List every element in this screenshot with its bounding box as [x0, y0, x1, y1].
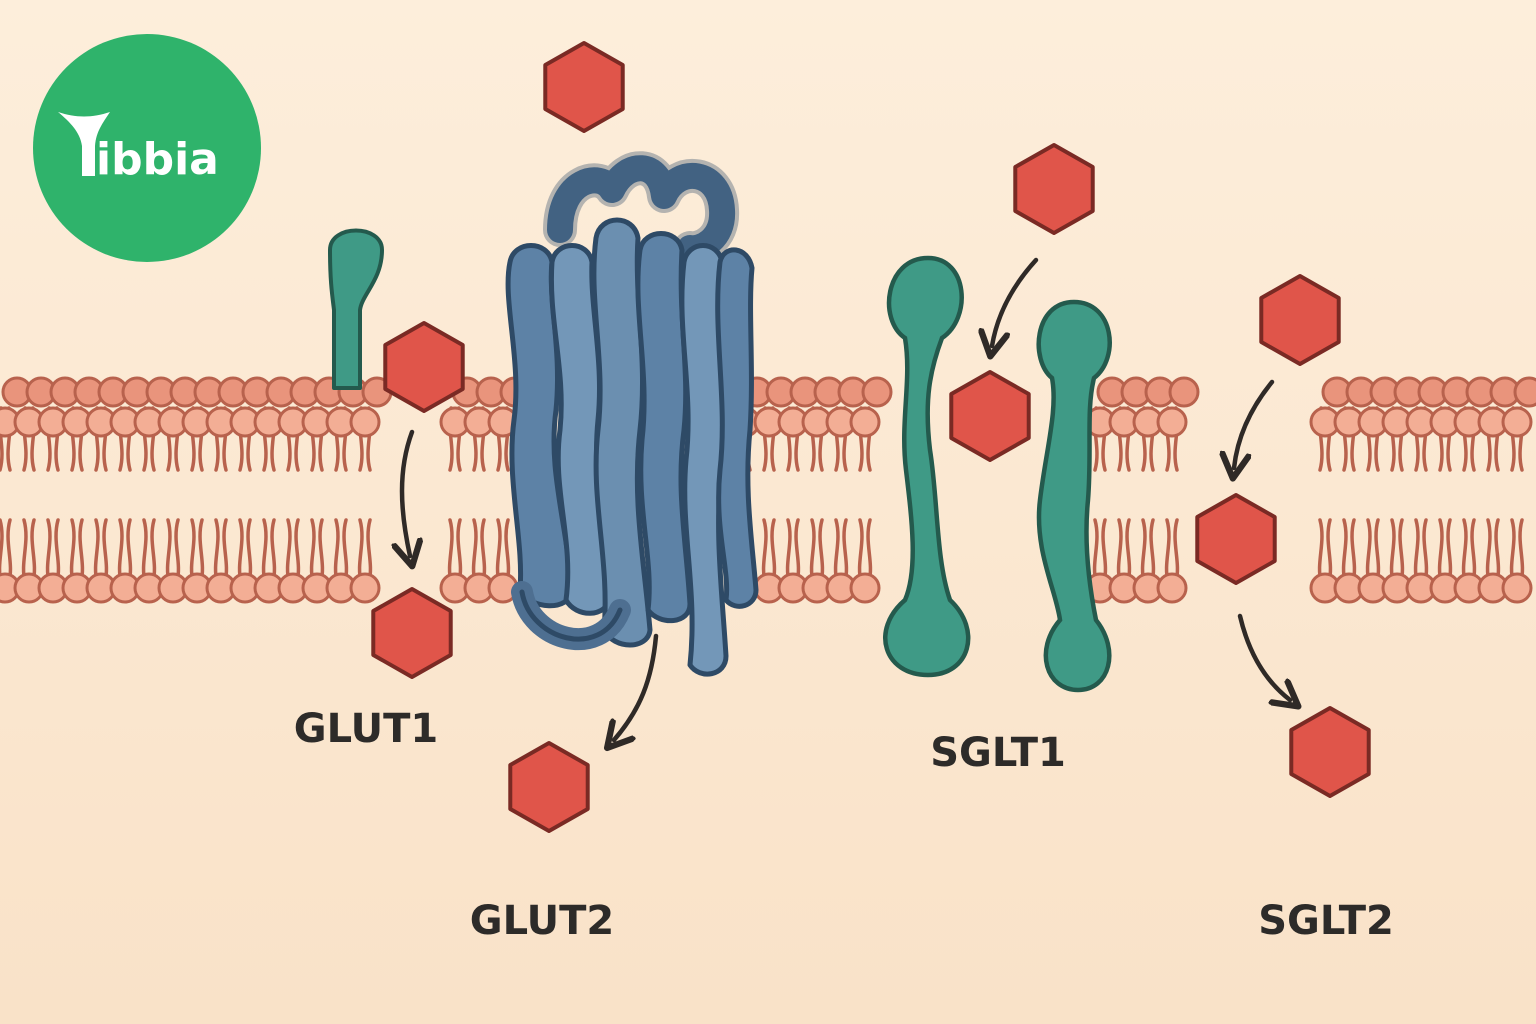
glucose-hexagon: [1289, 706, 1371, 798]
lipid-head: [1156, 572, 1188, 604]
glucose-hexagon: [1195, 493, 1277, 585]
glucose-hexagon: [949, 370, 1031, 462]
arrow-sglt1: [992, 257, 1039, 346]
glut1-protein: [328, 228, 384, 390]
logo-mark-icon: [58, 112, 110, 176]
glucose-hexagon: [1259, 274, 1341, 366]
glucose-hexagon: [383, 321, 465, 413]
arrow-glut1: [402, 429, 412, 556]
arrow-sglt2-out: [1237, 613, 1290, 700]
lipid-head: [349, 572, 381, 604]
lipid-head: [1513, 376, 1536, 408]
logo-text: ibbia: [96, 134, 219, 185]
glucose-hexagon: [1013, 143, 1095, 235]
sglt1-protein-right: [1036, 299, 1112, 693]
logo-circle: [33, 34, 261, 262]
lipid-head: [849, 572, 881, 604]
label-sglt2: SGLT2: [1258, 898, 1394, 944]
label-glut1: GLUT1: [294, 706, 439, 752]
glucose-hexagon: [508, 741, 590, 833]
label-sglt1: SGLT1: [930, 730, 1066, 776]
lipid-head: [1156, 406, 1188, 438]
glut2-protein: [505, 151, 759, 677]
glucose-hexagon: [543, 41, 625, 133]
arrows: [402, 257, 1290, 740]
arrow-sglt2-in: [1234, 379, 1275, 468]
lipid-head: [861, 376, 893, 408]
sglt1-protein-left: [883, 255, 971, 678]
lipid-head: [1501, 406, 1533, 438]
lipid-head: [1168, 376, 1200, 408]
arrow-glut2: [614, 633, 659, 740]
logo: ibbia: [33, 34, 261, 262]
label-glut2: GLUT2: [470, 898, 615, 944]
glucose-hexagon: [371, 587, 453, 679]
lipid-head: [1501, 572, 1533, 604]
lipid-head: [849, 406, 881, 438]
lipid-head: [349, 406, 381, 438]
